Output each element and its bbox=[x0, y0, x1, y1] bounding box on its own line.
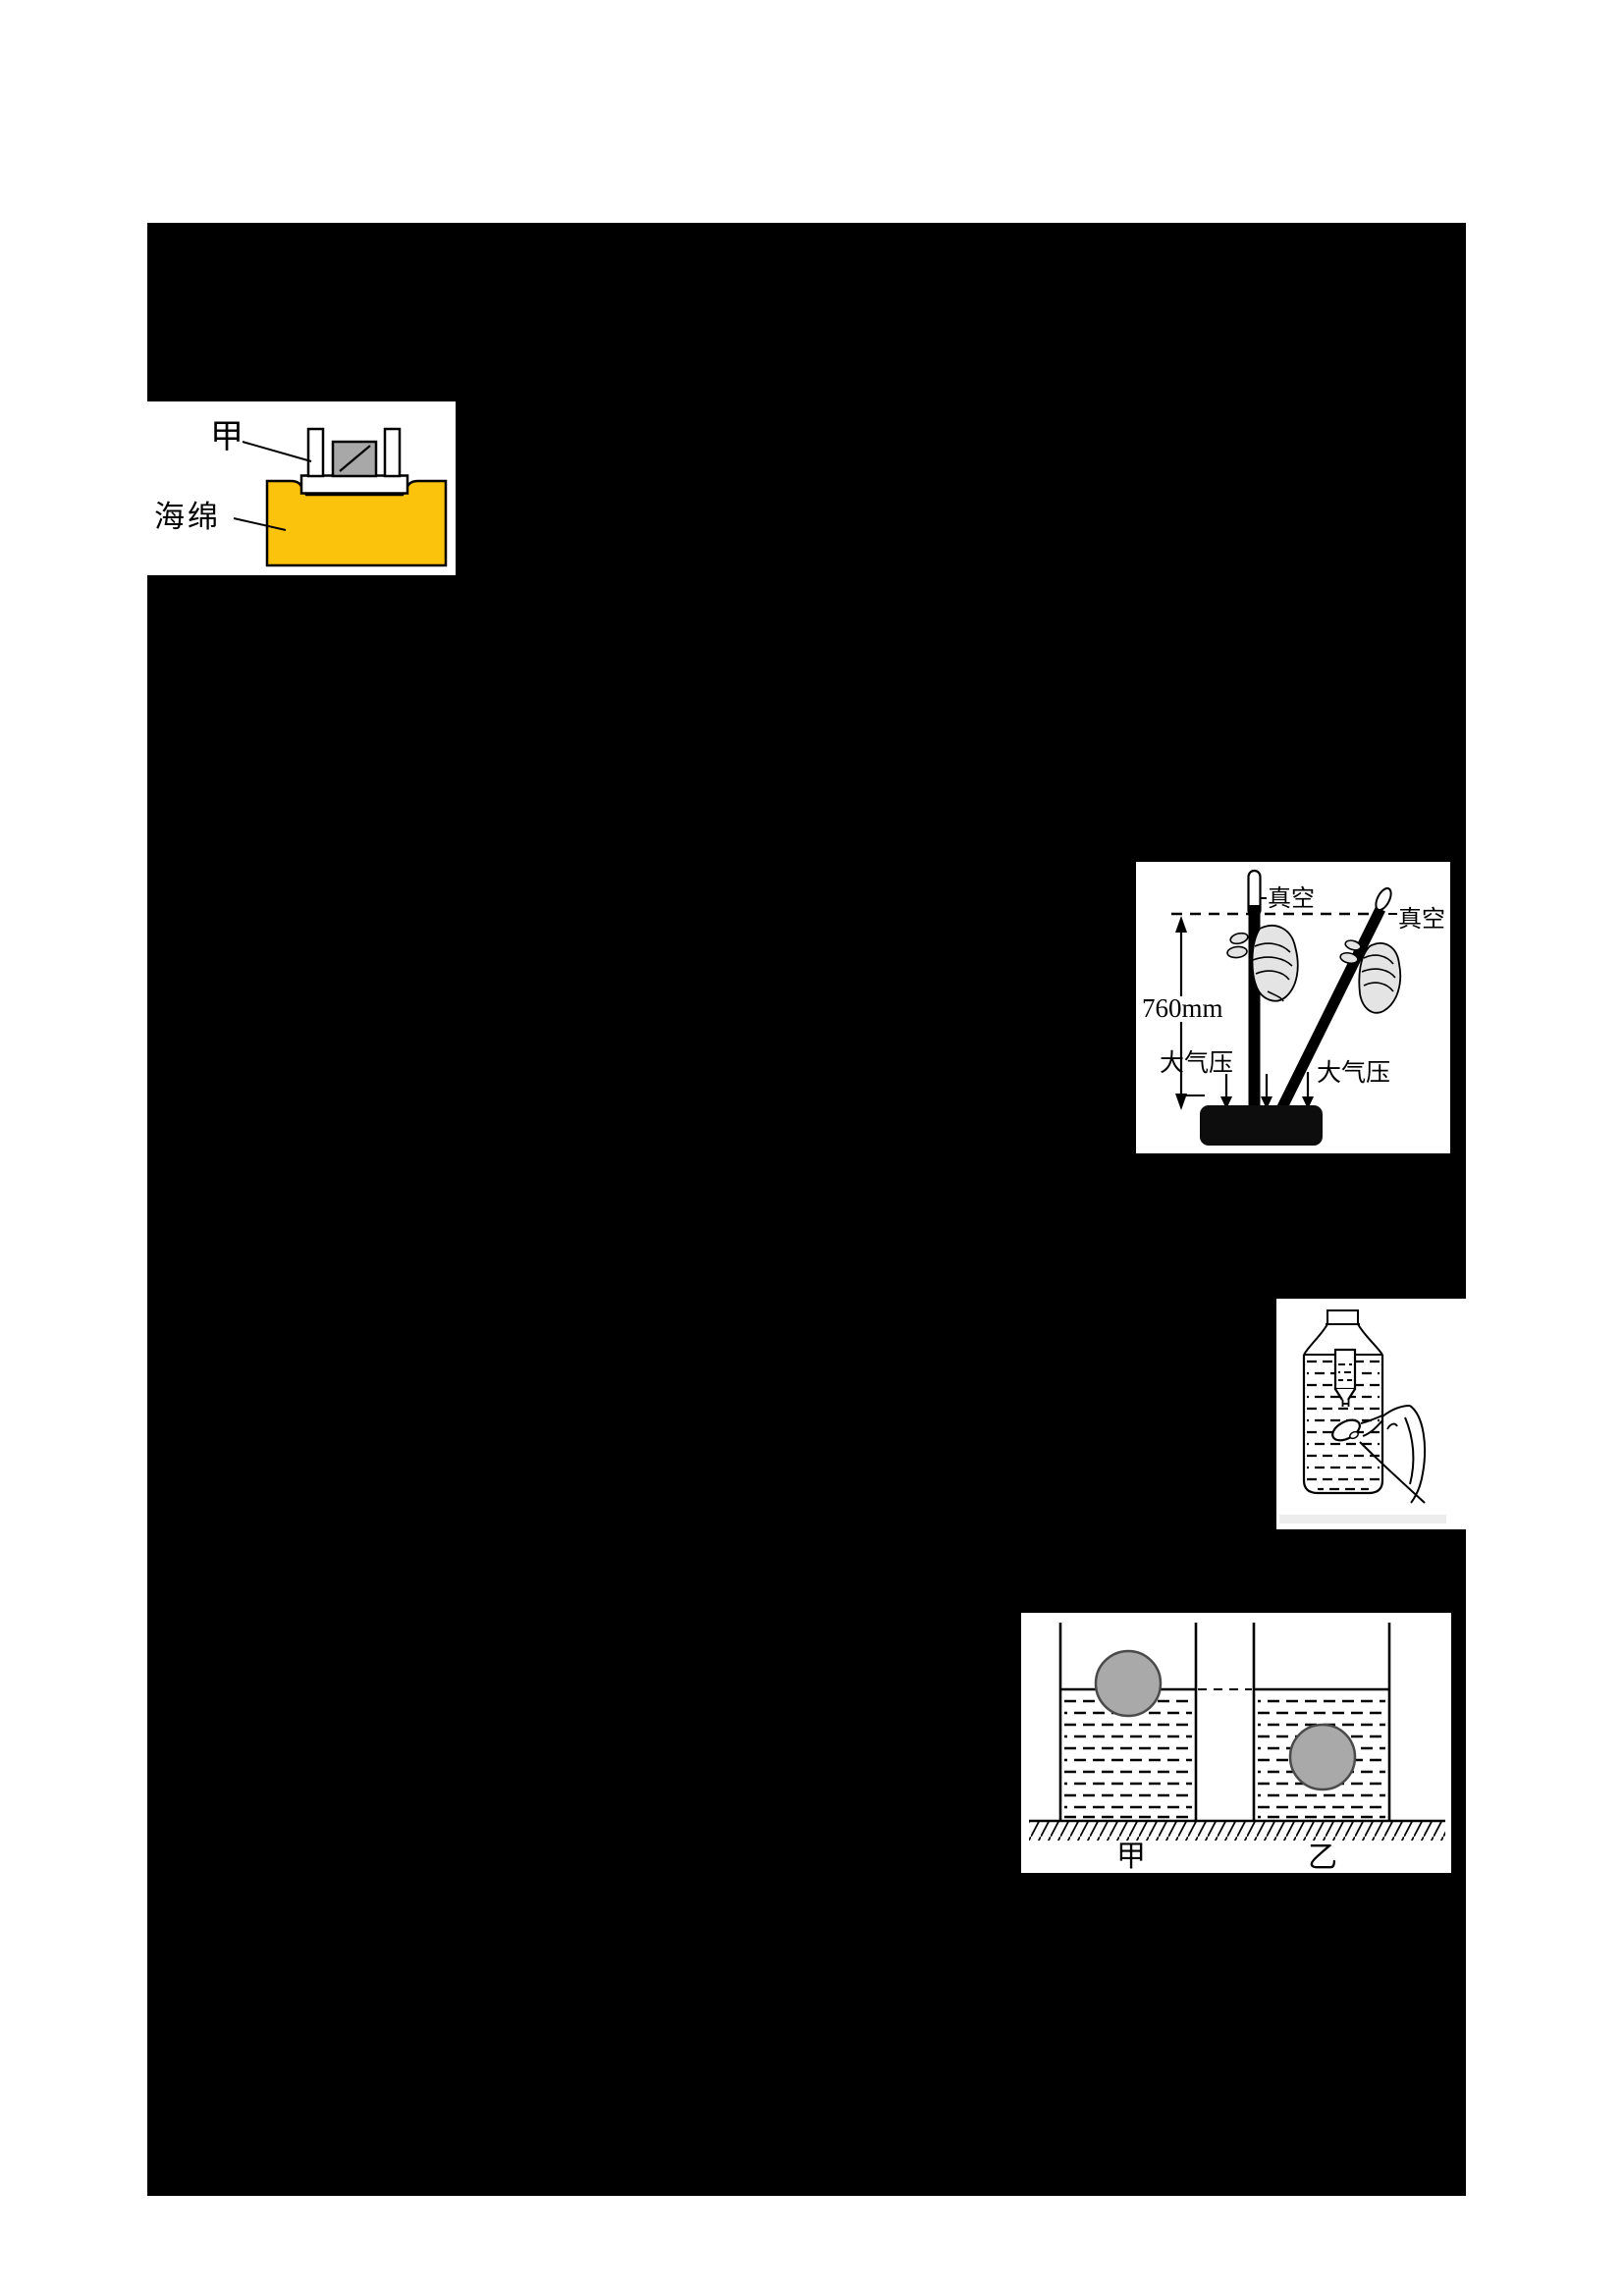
floating-balls-figure: 甲 乙 bbox=[1021, 1613, 1451, 1873]
vial-mouth bbox=[1341, 1400, 1350, 1407]
water-left bbox=[1064, 1699, 1192, 1819]
left-container-label: 甲 bbox=[1116, 1841, 1146, 1873]
vacuum-left-label: 真空 bbox=[1268, 885, 1315, 912]
table-leg-right bbox=[383, 427, 402, 478]
sponge-figure-svg: 甲 海绵 bbox=[154, 418, 448, 567]
height-label-backing bbox=[1140, 996, 1222, 1022]
height-label: 760mm bbox=[1142, 993, 1223, 1023]
barometer-figure-svg: 真空 真空 760mm 大气压 大气压 bbox=[1140, 869, 1445, 1146]
ground-hatching bbox=[1029, 1822, 1445, 1841]
squeezing-hand bbox=[1331, 1405, 1426, 1504]
squeeze-bottle-figure bbox=[1276, 1299, 1466, 1529]
bottle-shoulder-right bbox=[1357, 1323, 1383, 1356]
left-hand bbox=[1226, 925, 1299, 1002]
tabletop bbox=[299, 474, 409, 495]
submerged-ball bbox=[1288, 1723, 1357, 1791]
floating-ball bbox=[1094, 1649, 1163, 1718]
weight-leader-line bbox=[242, 441, 312, 462]
sponge-label: 海绵 bbox=[154, 500, 221, 534]
caption-strip bbox=[1279, 1515, 1446, 1523]
right-hand bbox=[1339, 939, 1402, 1014]
thumb-nail bbox=[1349, 1430, 1359, 1440]
table-leg-left bbox=[306, 427, 325, 478]
diver-vial bbox=[1333, 1348, 1357, 1407]
weight-label: 甲 bbox=[210, 418, 244, 455]
bottle-shoulder-left bbox=[1303, 1323, 1328, 1356]
mercury-trough bbox=[1200, 1105, 1323, 1146]
squeeze-bottle-svg bbox=[1279, 1309, 1446, 1523]
bottle-cap bbox=[1326, 1309, 1359, 1325]
atmosphere-left-label: 大气压 bbox=[1160, 1049, 1233, 1077]
tilted-tube bbox=[1276, 906, 1385, 1112]
tilted-tube-vacuum-tip bbox=[1375, 886, 1392, 912]
sponge-leader-line bbox=[233, 517, 287, 531]
weight-block-diagonal bbox=[339, 445, 371, 472]
floating-balls-svg: 甲 乙 bbox=[1029, 1623, 1445, 1873]
sponge-pressure-figure: 甲 海绵 bbox=[147, 401, 456, 575]
atmosphere-arrows bbox=[1220, 1072, 1314, 1109]
barometer-figure: 真空 真空 760mm 大气压 大气压 bbox=[1136, 862, 1450, 1153]
sponge-shape bbox=[265, 479, 448, 567]
atmosphere-right-label: 大气压 bbox=[1317, 1059, 1390, 1087]
right-container-label: 乙 bbox=[1308, 1842, 1337, 1873]
vacuum-right-label: 真空 bbox=[1398, 906, 1445, 933]
container-walls bbox=[1058, 1623, 1391, 1821]
